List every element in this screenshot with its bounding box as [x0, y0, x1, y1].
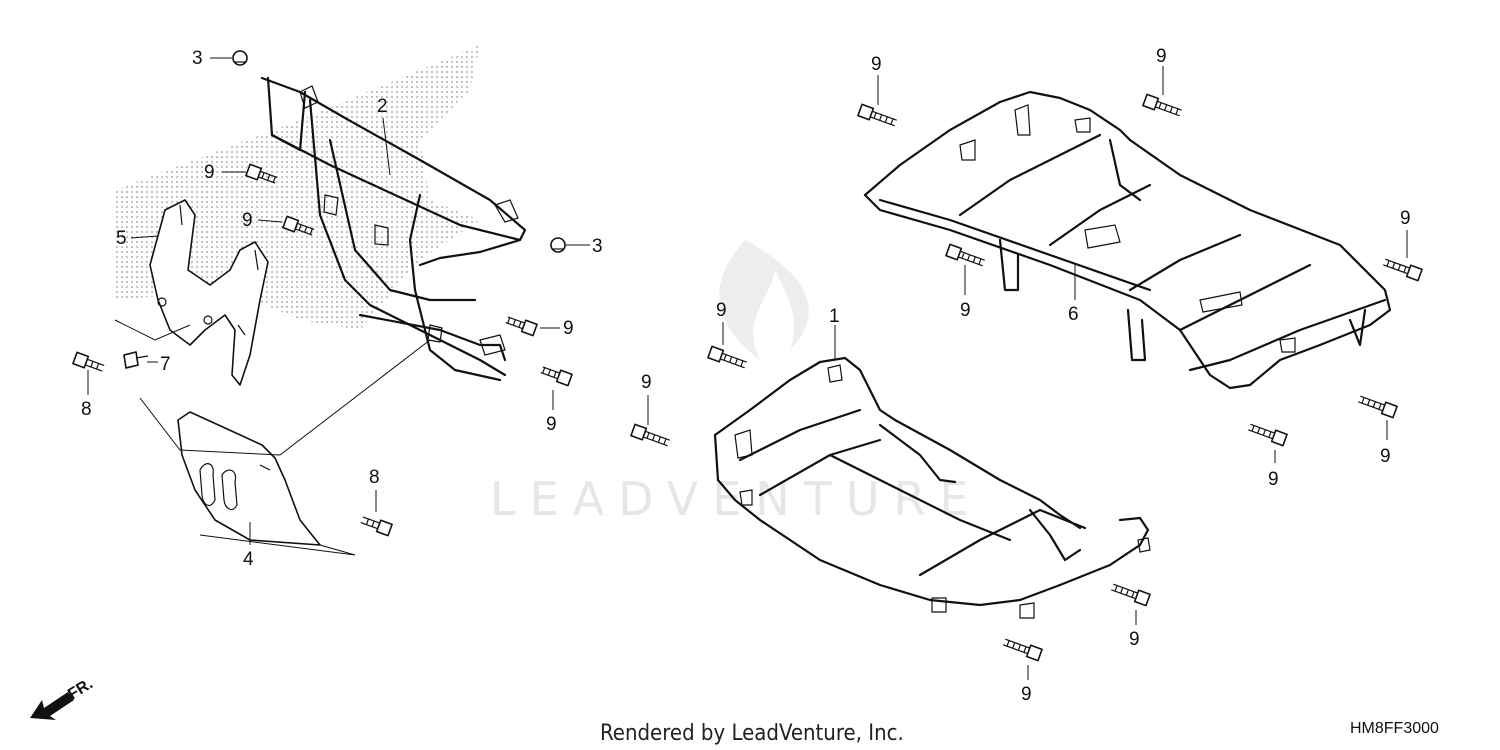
bolt-icon	[707, 345, 747, 369]
clip-7	[123, 351, 149, 369]
bolt-icon	[282, 215, 315, 236]
background-logo-stipple	[115, 45, 480, 330]
callout-3-top: 3	[192, 48, 203, 69]
bolt-icon	[1111, 583, 1151, 607]
cap-3-top	[232, 50, 248, 66]
callout-6: 6	[1068, 304, 1079, 325]
part-2-front-guard	[260, 76, 527, 382]
callout-5: 5	[116, 228, 127, 249]
part-4-skid-plate	[177, 411, 321, 546]
bolt-icon	[540, 366, 573, 387]
bolt-icon	[1358, 395, 1398, 419]
callout-3-right: 3	[592, 236, 603, 257]
callout-9-l: 9	[641, 372, 652, 393]
bolt-icon	[945, 243, 985, 267]
callout-9-b: 9	[242, 210, 253, 231]
callout-9-j: 9	[1268, 469, 1279, 490]
callout-9-e: 9	[871, 54, 882, 75]
cap-3-right	[550, 237, 566, 253]
bolt-icon	[857, 103, 897, 127]
bolt-icon	[1248, 423, 1288, 447]
watermark-text: LEADVENTURE	[490, 472, 983, 526]
part-5-bracket	[149, 199, 269, 386]
watermark-flame-icon	[719, 240, 809, 360]
bolt-icon	[1142, 93, 1182, 117]
callout-9-d: 9	[546, 414, 557, 435]
callout-9-g: 9	[1400, 208, 1411, 229]
bolt-icon	[505, 316, 538, 337]
callout-1: 1	[829, 306, 840, 327]
part-6-rear-carrier	[863, 90, 1392, 390]
credit-text: Rendered by LeadVenture, Inc.	[600, 721, 904, 746]
callout-9-i: 9	[1380, 446, 1391, 467]
front-direction-arrow-icon	[30, 692, 74, 720]
callout-4: 4	[243, 549, 254, 570]
callout-9-h: 9	[960, 300, 971, 321]
callouts: 3 2 9 9 5 3 9 7 8 9 8 4 9 9 9 6 9 9 9 9 …	[81, 46, 1411, 705]
callout-9-a: 9	[204, 162, 215, 183]
bolt-icon	[360, 516, 393, 537]
callout-8-left: 8	[81, 399, 92, 420]
diagram-code: HM8FF3000	[1350, 720, 1439, 737]
bolt-icon	[1383, 258, 1423, 282]
callout-9-m: 9	[1129, 629, 1140, 650]
part-1-front-carrier	[713, 356, 1151, 619]
bolt-icon	[1003, 638, 1043, 662]
callout-9-f: 9	[1156, 46, 1167, 67]
bolts-9	[72, 93, 1423, 662]
callout-9-c: 9	[563, 318, 574, 339]
callout-7: 7	[160, 354, 171, 375]
bolt-icon	[72, 351, 105, 372]
bolt-icon	[630, 423, 670, 447]
callout-9-k: 9	[716, 300, 727, 321]
callout-8-right: 8	[369, 467, 380, 488]
callout-2: 2	[377, 96, 388, 117]
bolt-icon	[245, 163, 278, 184]
leader-lines	[87, 57, 1408, 680]
callout-9-n: 9	[1021, 684, 1032, 705]
